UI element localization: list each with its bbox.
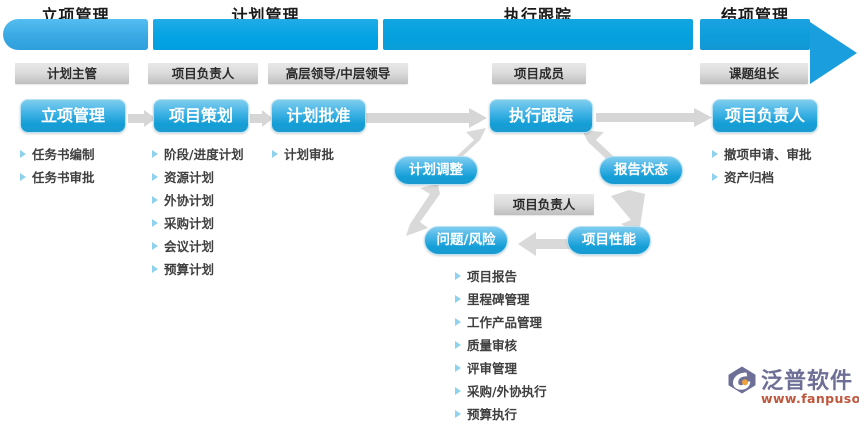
list-item[interactable]: 质量审核 bbox=[455, 333, 547, 356]
bullet-triangle-icon bbox=[455, 363, 461, 372]
list-item-label: 项目报告 bbox=[467, 269, 518, 284]
connector-report-to-performance bbox=[605, 190, 651, 238]
list-item-label: 资源计划 bbox=[164, 170, 215, 185]
list-item-label: 预算计划 bbox=[164, 262, 215, 277]
list-item[interactable]: 资产归档 bbox=[712, 165, 812, 188]
bullet-triangle-icon bbox=[455, 294, 461, 303]
connector-execution-to-closing bbox=[596, 108, 712, 127]
list-item-label: 采购/外协执行 bbox=[467, 384, 547, 399]
list-item[interactable]: 会议计划 bbox=[152, 234, 244, 257]
list-item-label: 任务书审批 bbox=[32, 170, 95, 185]
bullet-triangle-icon bbox=[152, 264, 158, 273]
list-item-label: 质量审核 bbox=[467, 338, 518, 353]
list-item-label: 阶段/进度计划 bbox=[164, 147, 244, 162]
role-team-leader: 课题组长 bbox=[700, 63, 808, 84]
bullet-triangle-icon bbox=[152, 218, 158, 227]
bullet-triangle-icon bbox=[455, 386, 461, 395]
role-cycle-owner: 项目负责人 bbox=[494, 194, 594, 215]
node-report-status[interactable]: 报告状态 bbox=[599, 156, 683, 185]
phase-bar-execution-fill bbox=[383, 19, 693, 50]
connector-performance-to-issue bbox=[518, 232, 576, 256]
list-item[interactable]: 采购计划 bbox=[152, 211, 244, 234]
list-item[interactable]: 任务书审批 bbox=[20, 165, 95, 188]
list-item-label: 计划审批 bbox=[284, 147, 335, 162]
list-item-label: 评审管理 bbox=[467, 361, 518, 376]
list-item-label: 任务书编制 bbox=[32, 147, 95, 162]
list-item[interactable]: 预算计划 bbox=[152, 257, 244, 280]
list-planning: 阶段/进度计划资源计划外协计划采购计划会议计划预算计划 bbox=[152, 142, 244, 280]
banner-arrow-head-icon bbox=[810, 22, 857, 84]
phase-bar-closing-fill bbox=[700, 19, 810, 50]
node-planning[interactable]: 项目策划 bbox=[153, 99, 249, 133]
list-item[interactable]: 工作产品管理 bbox=[455, 310, 547, 333]
brand-name: 泛普软件 bbox=[761, 369, 854, 394]
role-project-owner: 项目负责人 bbox=[148, 63, 258, 84]
connector-issue-to-adjustment bbox=[406, 184, 450, 238]
bullet-triangle-icon bbox=[712, 149, 718, 158]
bullet-triangle-icon bbox=[152, 172, 158, 181]
bullet-triangle-icon bbox=[455, 340, 461, 349]
list-item[interactable]: 撤项申请、审批 bbox=[712, 142, 812, 165]
connector-approval-to-execution bbox=[365, 108, 487, 128]
connector-initiation-to-planning bbox=[128, 110, 156, 127]
list-item[interactable]: 预算执行 bbox=[455, 402, 547, 425]
list-item-label: 里程碑管理 bbox=[467, 292, 530, 307]
list-item[interactable]: 资源计划 bbox=[152, 165, 244, 188]
bullet-triangle-icon bbox=[712, 172, 718, 181]
list-item[interactable]: 评审管理 bbox=[455, 356, 547, 379]
list-item-label: 预算执行 bbox=[467, 407, 518, 422]
node-project-performance[interactable]: 项目性能 bbox=[567, 226, 651, 255]
bullet-triangle-icon bbox=[455, 317, 461, 326]
node-plan-adjustment[interactable]: 计划调整 bbox=[394, 156, 478, 185]
role-plan-supervisor: 计划主管 bbox=[15, 63, 129, 84]
bullet-triangle-icon bbox=[455, 271, 461, 280]
role-project-member: 项目成员 bbox=[492, 63, 586, 84]
bullet-triangle-icon bbox=[152, 149, 158, 158]
node-closing-owner[interactable]: 项目负责人 bbox=[712, 99, 818, 133]
list-item-label: 外协计划 bbox=[164, 193, 215, 208]
list-execution: 项目报告里程碑管理工作产品管理质量审核评审管理采购/外协执行预算执行 bbox=[455, 264, 547, 425]
phase-bar-planning-fill bbox=[153, 19, 378, 50]
list-item[interactable]: 里程碑管理 bbox=[455, 287, 547, 310]
phase-bar-planning bbox=[153, 19, 378, 50]
node-initiation[interactable]: 立项管理 bbox=[20, 99, 126, 133]
list-plan-approval: 计划审批 bbox=[272, 142, 334, 165]
node-issue-risk[interactable]: 问题/风险 bbox=[424, 226, 508, 255]
bullet-triangle-icon bbox=[20, 172, 26, 181]
list-item[interactable]: 任务书编制 bbox=[20, 142, 95, 165]
brand-url: www.fanpusoft.com bbox=[761, 391, 859, 406]
phase-bar-execution bbox=[383, 19, 693, 50]
list-item[interactable]: 计划审批 bbox=[272, 142, 334, 165]
phase-bar-closing bbox=[700, 19, 857, 84]
list-initiation: 任务书编制任务书审批 bbox=[20, 142, 95, 188]
list-item[interactable]: 项目报告 bbox=[455, 264, 547, 287]
node-execution-tracking[interactable]: 执行跟踪 bbox=[489, 99, 593, 133]
bullet-triangle-icon bbox=[455, 409, 461, 418]
phase-bar-initiation bbox=[3, 19, 148, 50]
list-item[interactable]: 外协计划 bbox=[152, 188, 244, 211]
list-item[interactable]: 采购/外协执行 bbox=[455, 379, 547, 402]
list-item-label: 采购计划 bbox=[164, 216, 215, 231]
list-item-label: 会议计划 bbox=[164, 239, 215, 254]
fanpu-logo-icon bbox=[728, 366, 756, 394]
phase-bar-initiation-fill bbox=[3, 19, 148, 50]
bullet-triangle-icon bbox=[20, 149, 26, 158]
list-item[interactable]: 阶段/进度计划 bbox=[152, 142, 244, 165]
list-item-label: 撤项申请、审批 bbox=[724, 147, 812, 162]
list-item-label: 工作产品管理 bbox=[467, 315, 543, 330]
list-item-label: 资产归档 bbox=[724, 170, 775, 185]
role-senior-middle-leader: 高层领导/中层领导 bbox=[268, 63, 408, 84]
connector-planning-to-approval bbox=[250, 110, 273, 127]
bullet-triangle-icon bbox=[152, 241, 158, 250]
bullet-triangle-icon bbox=[152, 195, 158, 204]
bullet-triangle-icon bbox=[272, 149, 278, 158]
list-closing: 撤项申请、审批资产归档 bbox=[712, 142, 812, 188]
node-plan-approval[interactable]: 计划批准 bbox=[271, 99, 366, 133]
